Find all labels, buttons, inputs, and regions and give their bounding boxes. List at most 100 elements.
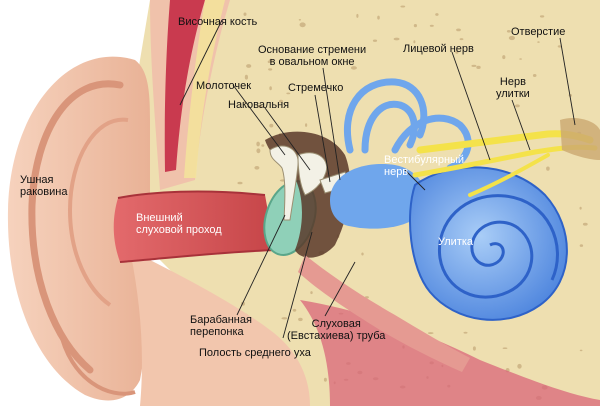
label-temporal-bone: Височная кость	[178, 16, 258, 28]
semicircular-canals	[343, 78, 472, 172]
bone-pore	[579, 244, 584, 247]
eustachian-tube-shape	[298, 255, 470, 372]
bone-pore	[393, 37, 400, 41]
ear-canal-wall-top	[117, 190, 266, 199]
bone-pore	[254, 166, 260, 170]
bone-pore	[246, 64, 252, 68]
label-auricle-line1: Ушная	[20, 174, 54, 186]
bone-pore	[350, 66, 357, 70]
label-facial-nerve: Лицевой нерв	[403, 43, 474, 55]
label-ear-canal: Внешний слуховой проход	[136, 212, 222, 236]
bone-pore	[476, 65, 481, 69]
bone-pore	[281, 317, 288, 320]
bone-pore	[506, 30, 511, 33]
label-middle-ear-cavity: Полость среднего уха	[199, 347, 311, 359]
bone-pore	[267, 60, 271, 64]
bone-pore	[459, 38, 464, 41]
bone-pore	[557, 45, 562, 48]
bone-pore	[269, 123, 274, 128]
label-cochlear-nerve-line2: улитки	[496, 88, 530, 100]
label-auricle-line2: раковина	[20, 186, 68, 198]
ear-canal-shape	[113, 191, 276, 262]
bone-pore	[579, 349, 583, 352]
bone-pore	[502, 347, 508, 350]
label-eustachian-tube-line1: Слуховая	[311, 318, 361, 330]
label-vestibular-nerve-line2: нерв	[384, 166, 409, 178]
bone-pore	[258, 104, 263, 109]
bone-pore	[268, 68, 273, 71]
label-cochlear-nerve: Нерв улитки	[496, 76, 530, 100]
bone-pore	[237, 181, 243, 185]
label-eardrum-line2: перепонка	[190, 326, 244, 338]
bone-pore	[455, 50, 459, 54]
vestibule-shape	[330, 164, 427, 229]
bone-pore	[286, 92, 291, 95]
bone-pore	[269, 86, 272, 91]
nerve-canal-opening	[560, 118, 600, 160]
bone-pore	[279, 99, 283, 103]
label-stapes-base: Основание стремени в овальном окне	[258, 44, 366, 68]
bone-pore	[323, 377, 327, 382]
auricle-inner-fold	[67, 117, 129, 307]
bone-pore	[502, 55, 506, 60]
earlobe	[58, 329, 136, 396]
label-stapes: Стремечко	[288, 82, 344, 94]
bone-pore	[519, 58, 522, 60]
label-eardrum: Барабанная перепонка	[190, 314, 252, 338]
bone-pore	[579, 206, 582, 210]
bone-pore	[256, 141, 260, 147]
bone-pore	[456, 28, 461, 32]
muscle-layer	[164, 0, 205, 172]
bone-pore	[427, 332, 434, 335]
leader-lines	[179, 19, 576, 339]
bone-pore	[400, 5, 406, 8]
bone-pore	[532, 74, 537, 77]
label-eustachian-tube-line2: (Евстахиева) труба	[287, 330, 386, 342]
label-stapes-base-line1: Основание стремени	[258, 44, 367, 56]
bone-pore	[515, 104, 520, 108]
bone-pore	[292, 308, 297, 312]
bone-pore	[361, 252, 364, 256]
fat-layer	[184, 0, 225, 178]
bone-pore	[298, 19, 302, 21]
bone-pore	[429, 24, 434, 27]
ear-canal-wall-bottom	[119, 249, 276, 263]
bone-pore	[305, 123, 308, 127]
bone-pore	[517, 363, 522, 369]
bone-pore	[537, 41, 540, 43]
bone-pore	[413, 24, 417, 28]
bone-pore	[413, 40, 416, 44]
label-vestibular-nerve-line1: Вестибулярный	[384, 154, 465, 166]
label-eardrum-line1: Барабанная	[190, 314, 252, 326]
bone-pore	[372, 39, 378, 42]
bone-pore	[546, 166, 550, 171]
lower-tissue	[130, 250, 310, 406]
bone-pore	[298, 317, 303, 322]
bone-pore	[256, 148, 261, 154]
label-eustachian-tube: Слуховая (Евстахиева) труба	[287, 318, 385, 342]
bone-pore	[356, 13, 359, 18]
label-malleus: Молоточек	[196, 80, 252, 92]
label-stapes-base-line2: в овальном окне	[269, 56, 355, 68]
bone-pore	[299, 22, 306, 28]
bone-pore	[471, 64, 477, 67]
bone-pore	[463, 331, 468, 334]
label-auricle: Ушная раковина	[20, 174, 67, 198]
bone-pore	[539, 15, 545, 18]
label-cochlear-nerve-line1: Нерв	[499, 76, 526, 88]
label-vestibular-nerve: Вестибулярный нерв	[384, 154, 464, 178]
bone-pore	[261, 144, 265, 147]
bone-pore	[244, 74, 248, 80]
label-incus: Наковальня	[228, 99, 290, 111]
malleus-shape	[269, 145, 299, 221]
bone-pore	[310, 291, 313, 295]
label-opening: Отверстие	[511, 26, 566, 38]
bone-pore	[435, 13, 439, 16]
bone-pore	[377, 15, 380, 20]
bone-pore	[472, 346, 476, 351]
label-cochlea: Улитка	[438, 236, 474, 248]
bone-pore	[508, 35, 515, 41]
label-ear-canal-line2: слуховой проход	[136, 224, 222, 236]
